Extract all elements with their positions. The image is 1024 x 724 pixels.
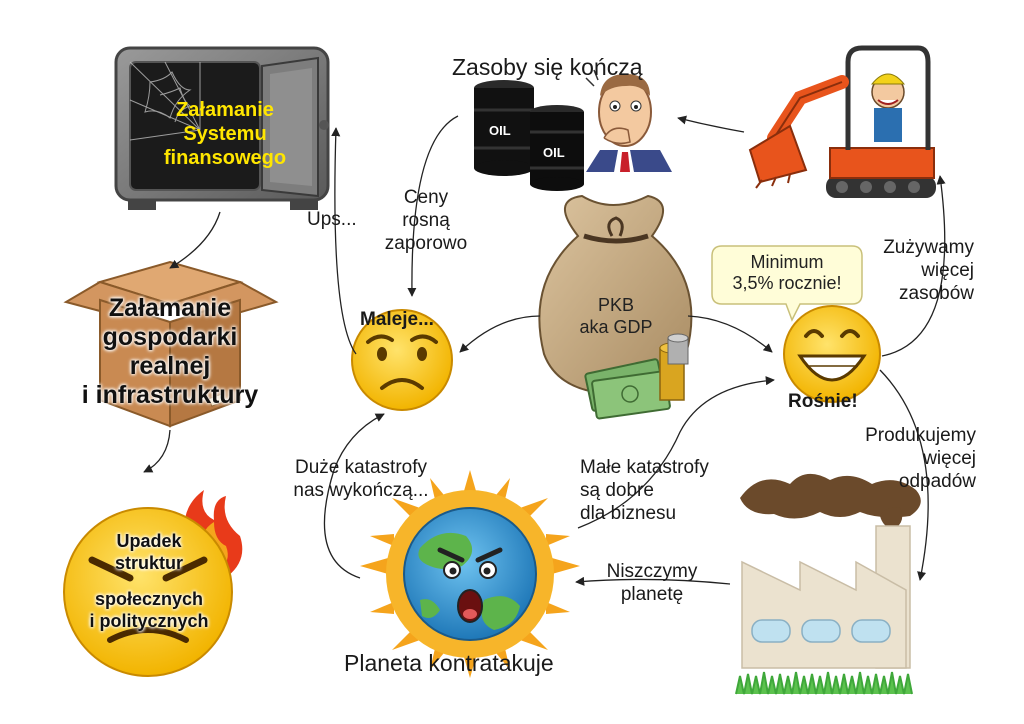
destroy-line-1: Niszczymy	[606, 561, 698, 582]
planet-label: Planeta kontratakuje	[344, 650, 554, 676]
grass	[735, 671, 913, 695]
arrow-excavator-to-resources	[677, 115, 745, 133]
prices-label-line-2: rosną	[402, 210, 450, 231]
big-disasters-line-1: Duże katastrofy	[295, 457, 427, 478]
destroy-label: Niszczymy planetę	[596, 560, 708, 606]
prices-label-line-1: Ceny	[403, 187, 449, 208]
arrow-grin-to-excavator	[881, 175, 946, 357]
small-disasters-line-3: dla biznesu	[580, 503, 677, 524]
bubble-line-1: Minimum	[750, 252, 824, 272]
safe-label: Załamanie Systemu finansowego	[150, 98, 300, 170]
arrow-sad-to-safe	[331, 127, 357, 355]
excavator-icon	[748, 45, 936, 198]
consume-label: Zużywamy więcej zasobów	[854, 236, 974, 305]
big-disasters-label: Duże katastrofy nas wykończą...	[276, 456, 446, 502]
arrow-gdp-to-sad	[459, 315, 541, 353]
oil-label-2: OIL	[543, 145, 565, 160]
moneybag-icon	[538, 194, 693, 420]
waste-label: Produkujemy więcej odpadów	[836, 424, 976, 493]
ups-label: Ups...	[307, 209, 357, 230]
collapse-line-2: struktur	[114, 553, 183, 573]
coins-icon	[659, 333, 689, 401]
small-disasters-line-1: Małe katastrofy	[580, 457, 709, 478]
arrow-gdp-to-grin	[687, 315, 773, 353]
oil-label-1: OIL	[489, 123, 511, 138]
economy-box-label: Załamanie gospodarki realnej i infrastru…	[60, 294, 280, 410]
safe-label-line-3: finansowego	[163, 147, 287, 169]
resources-title: Zasoby się kończą	[452, 54, 643, 80]
sad-face-icon	[351, 309, 453, 411]
collapse-line-1: Upadek	[116, 531, 182, 551]
economy-box-line-4: i infrastruktury	[81, 381, 259, 409]
consume-line-3: zasobów	[899, 283, 974, 304]
gdp-bag-line-1: PKB	[597, 295, 635, 315]
economy-box-line-2: gospodarki	[102, 323, 238, 351]
shrinks-label: Maleje...	[360, 309, 434, 330]
arrow-grin-to-factory	[879, 369, 929, 581]
prices-label: Ceny rosną zaporowo	[366, 186, 486, 255]
waste-line-2: więcej	[923, 448, 976, 469]
small-disasters-line-2: są dobre	[580, 480, 654, 501]
angry-face-icon	[63, 507, 233, 677]
arrow-box-to-angry	[143, 429, 171, 473]
collapse-label: Upadek struktur społecznych i polityczny…	[54, 530, 244, 632]
banknotes-icon	[584, 358, 671, 420]
gdp-bag-label: PKB aka GDP	[556, 294, 676, 338]
safe-icon	[114, 46, 330, 210]
oil-barrels-icon	[474, 80, 584, 191]
arrow-planet-to-sad	[323, 413, 385, 579]
arrow-planet-to-grin	[577, 376, 775, 529]
arrows	[143, 115, 946, 586]
earth-icon	[360, 470, 580, 678]
consume-line-2: więcej	[921, 260, 974, 281]
box-icon	[63, 260, 279, 428]
economy-box-line-1: Załamanie	[108, 294, 232, 322]
waste-line-1: Produkujemy	[865, 425, 976, 446]
economy-box-line-3: realnej	[129, 352, 211, 380]
speech-bubble	[711, 245, 863, 322]
destroy-line-2: planetę	[620, 584, 684, 605]
bubble-label: Minimum 3,5% rocznie!	[712, 252, 862, 294]
small-disasters-label: Małe katastrofy są dobre dla biznesu	[580, 456, 709, 525]
safe-label-line-1: Załamanie	[176, 99, 274, 121]
safe-label-line-2: Systemu	[183, 123, 267, 145]
arrow-safe-to-box	[169, 211, 221, 269]
prices-label-line-3: zaporowo	[384, 233, 468, 254]
worried-man-icon	[585, 69, 672, 172]
grinning-face-icon	[783, 305, 881, 403]
factory-icon	[735, 473, 921, 695]
gdp-bag-line-2: aka GDP	[579, 317, 653, 337]
collapse-line-3: społecznych	[94, 589, 204, 609]
bubble-line-2: 3,5% rocznie!	[732, 273, 842, 293]
consume-line-1: Zużywamy	[883, 237, 974, 258]
arrow-factory-to-planet	[575, 576, 731, 586]
big-disasters-line-2: nas wykończą...	[293, 480, 429, 501]
waste-line-3: odpadów	[898, 471, 976, 492]
collapse-line-4: i politycznych	[89, 611, 209, 631]
grows-label: Rośnie!	[788, 391, 858, 412]
arrow-resources-to-sad	[407, 115, 459, 297]
